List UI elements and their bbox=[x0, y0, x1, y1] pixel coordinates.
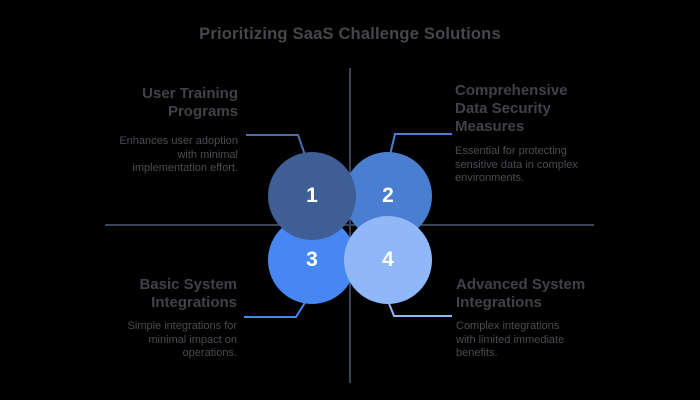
quadrant-2-description: Essential for protecting sensitive data … bbox=[455, 145, 578, 184]
venn-circle-4: 4 bbox=[344, 216, 432, 304]
page-title: Prioritizing SaaS Challenge Solutions bbox=[199, 25, 501, 43]
venn-circle-1: 1 bbox=[268, 152, 356, 240]
quadrant-2-heading: Comprehensive Data Security Measures bbox=[455, 82, 568, 135]
circle-number-3: 3 bbox=[306, 248, 318, 271]
connector-line-4 bbox=[387, 300, 452, 317]
connector-line-1 bbox=[246, 134, 306, 156]
quadrant-3-heading: Basic System Integrations bbox=[139, 276, 237, 311]
circle-number-1: 1 bbox=[306, 184, 318, 207]
circle-number-2: 2 bbox=[382, 184, 394, 207]
circle-number-4: 4 bbox=[382, 248, 394, 271]
quadrant-3-description: Simple integrations for minimal impact o… bbox=[127, 320, 237, 359]
connector-line-2 bbox=[389, 133, 452, 156]
quadrant-4-description: Complex integrations with limited immedi… bbox=[456, 320, 565, 359]
connector-line-3 bbox=[244, 300, 307, 318]
quadrant-1-heading: User Training Programs bbox=[142, 85, 238, 120]
quadrant-4-heading: Advanced System Integrations bbox=[456, 276, 586, 311]
quadrant-1-description: Enhances user adoption with minimal impl… bbox=[119, 135, 238, 174]
